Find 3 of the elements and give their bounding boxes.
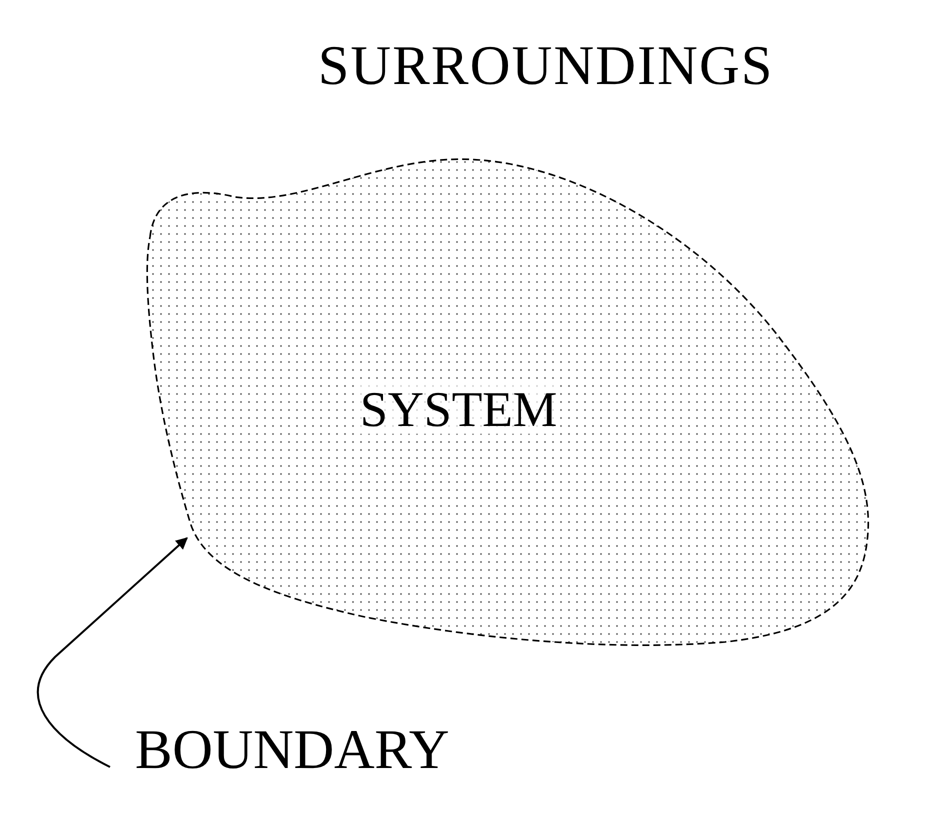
boundary-label: BOUNDARY	[135, 715, 535, 785]
leader-arrow	[37, 537, 188, 768]
surroundings-label: SURROUNDINGS	[318, 38, 774, 94]
